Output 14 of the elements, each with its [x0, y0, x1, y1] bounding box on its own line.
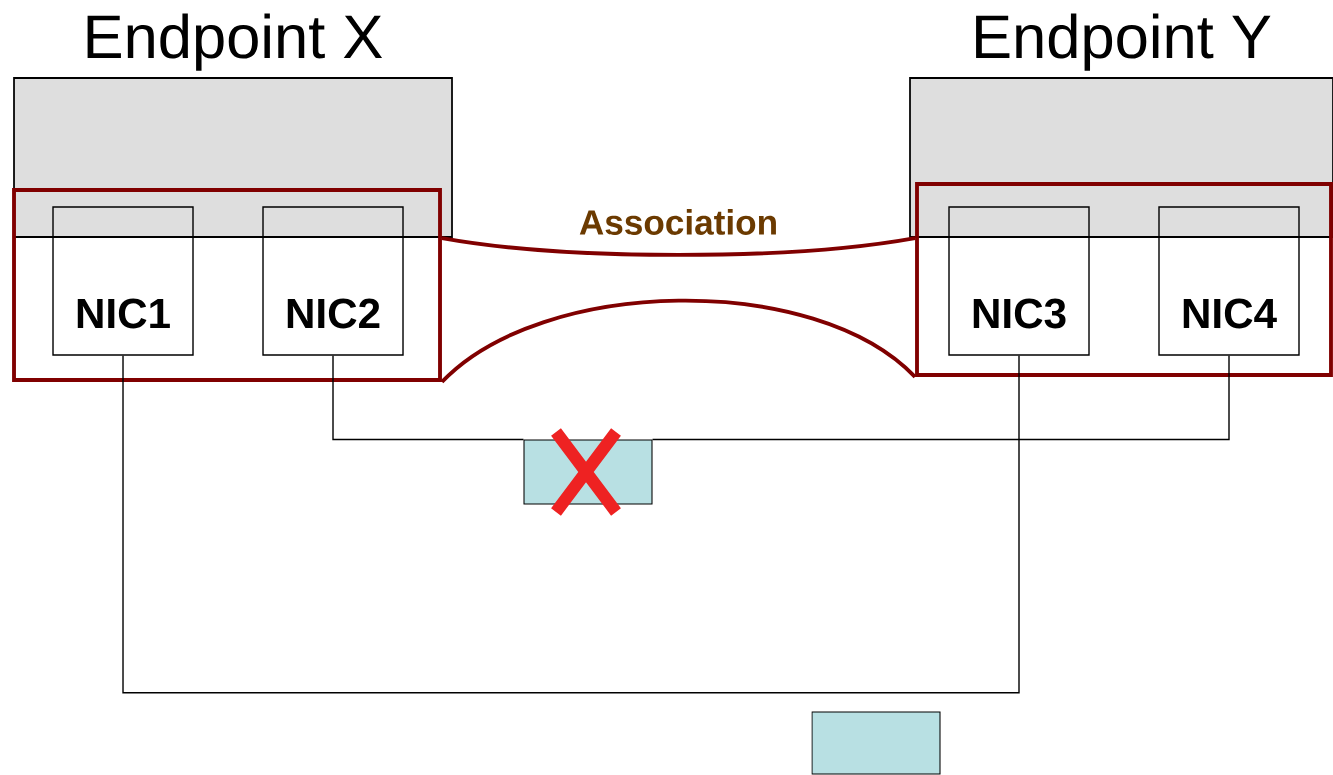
- cable: [332, 355, 525, 441]
- group-outline: [12, 188, 442, 382]
- edge-label: Association: [579, 209, 776, 235]
- association-link: [440, 236, 917, 384]
- node-label: Endpoint X: [87, 13, 383, 71]
- nic-box: NIC1: [52, 206, 194, 356]
- cable: [651, 355, 1230, 441]
- device-box: [811, 711, 941, 775]
- cable: [122, 355, 1020, 694]
- node-label: Endpoint Y: [976, 13, 1271, 71]
- nic-box: NIC2: [262, 206, 404, 356]
- nic-box: NIC3: [948, 206, 1090, 356]
- nic-box: NIC4: [1158, 206, 1300, 356]
- group-outline: [915, 182, 1333, 377]
